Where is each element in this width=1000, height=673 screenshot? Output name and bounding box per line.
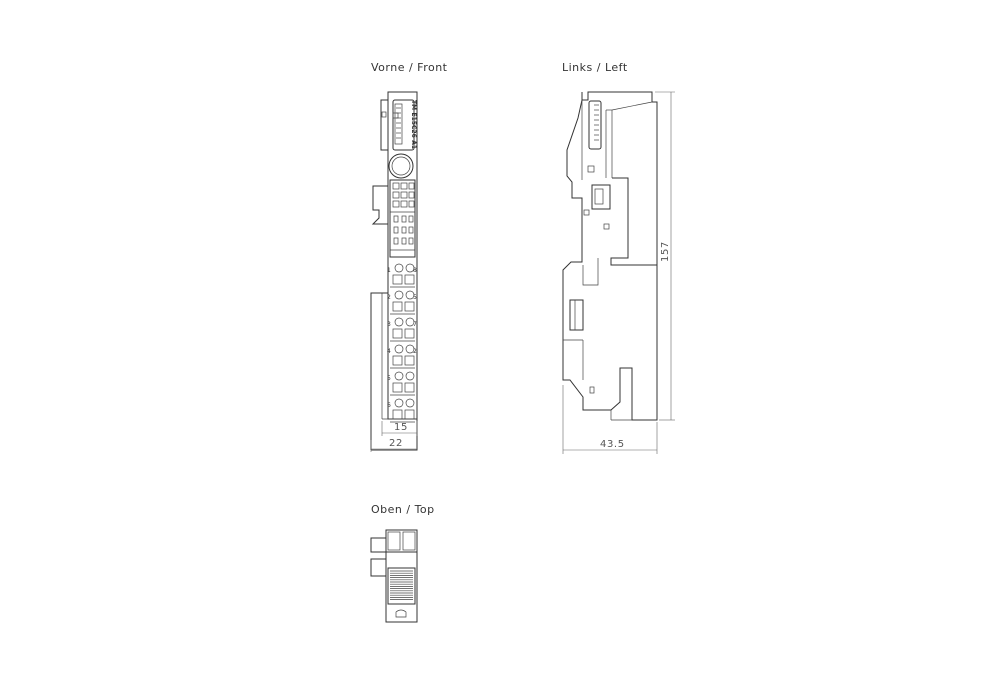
terminal-opening <box>392 328 403 339</box>
terminal-release-circle <box>405 290 415 300</box>
front-view-label: Vorne / Front <box>371 61 448 74</box>
terminal-row: 6 <box>387 398 415 423</box>
terminal-opening <box>392 382 403 393</box>
terminal-release-circle <box>405 398 415 408</box>
terminal-number: 4 <box>387 348 391 355</box>
terminal-opening <box>404 274 415 285</box>
module-type-label: TM-E15C26-A1 <box>410 100 417 149</box>
top-view <box>370 529 418 623</box>
left-dimensions: 43.5 157 <box>562 91 675 454</box>
top-view-label: Oben / Top <box>371 503 435 516</box>
terminal-release-circle <box>405 263 415 273</box>
terminal-number: 2 <box>387 294 391 301</box>
dimension-157: 157 <box>660 241 671 262</box>
terminal-release-circle <box>394 371 404 381</box>
terminal-number: 5 <box>387 375 391 382</box>
terminal-right-number: 7 <box>413 321 417 328</box>
terminal-release-circle <box>394 317 404 327</box>
terminal-release-circle <box>394 263 404 273</box>
dimension-43-5: 43.5 <box>600 439 625 450</box>
terminal-release-circle <box>394 290 404 300</box>
terminal-release-circle <box>394 344 404 354</box>
terminal-row: 5 <box>387 371 415 396</box>
terminal-right-number: 5 <box>413 294 417 301</box>
terminal-release-circle <box>405 317 415 327</box>
terminal-opening <box>392 301 403 312</box>
terminal-opening <box>404 382 415 393</box>
terminal-opening <box>404 409 415 420</box>
terminal-opening <box>392 409 403 420</box>
terminal-right-number: 2 <box>413 348 417 355</box>
terminal-release-circle <box>394 398 404 408</box>
terminal-right-number: 8 <box>413 267 417 274</box>
terminal-opening <box>392 355 403 366</box>
left-view <box>562 91 658 421</box>
terminal-number: 1 <box>387 267 391 274</box>
front-dimensions: 15 22 <box>370 421 418 452</box>
terminal-number: 3 <box>387 321 391 328</box>
terminal-opening <box>404 355 415 366</box>
dimension-15: 15 <box>394 422 408 433</box>
terminal-opening <box>392 274 403 285</box>
top-grip-hatching <box>390 570 413 600</box>
terminal-opening <box>404 301 415 312</box>
terminal-number: 6 <box>387 402 391 409</box>
terminal-opening <box>404 328 415 339</box>
terminal-release-circle <box>405 371 415 381</box>
left-view-label: Links / Left <box>562 61 628 74</box>
terminal-release-circle <box>405 344 415 354</box>
dimension-22: 22 <box>389 438 403 449</box>
